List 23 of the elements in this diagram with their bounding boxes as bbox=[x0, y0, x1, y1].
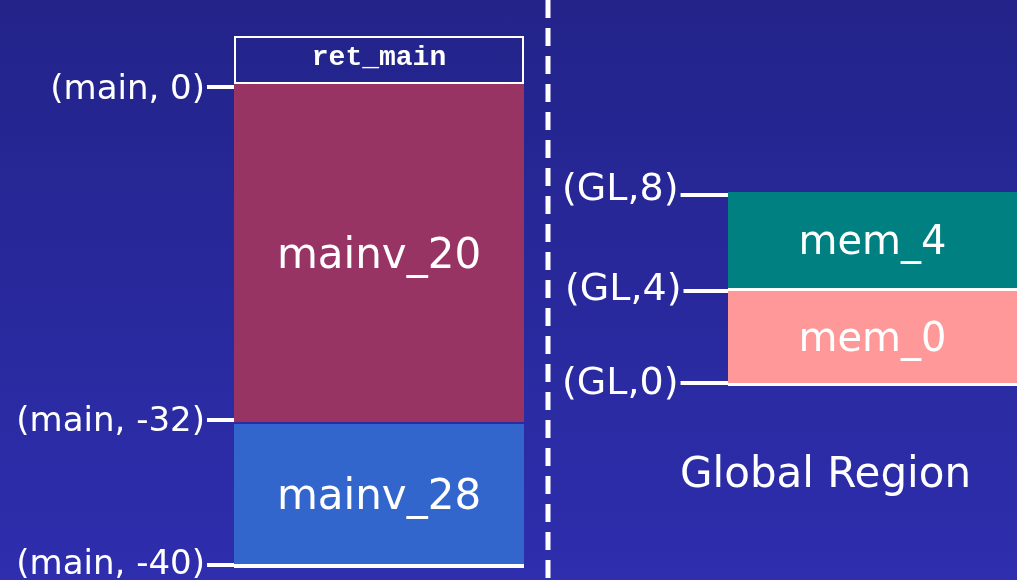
slot-label: mem_0 bbox=[798, 314, 947, 360]
address-label: (GL,8) bbox=[562, 168, 679, 206]
leader-line bbox=[680, 381, 728, 385]
slot-label: mem_4 bbox=[798, 217, 947, 263]
region-title: Global Region bbox=[680, 452, 972, 494]
stack-slot bbox=[234, 84, 524, 422]
slot-label: ret_main bbox=[311, 41, 447, 75]
memory-slot bbox=[728, 288, 1017, 386]
address-label: (GL,0) bbox=[562, 362, 679, 400]
leader-line bbox=[207, 563, 234, 567]
leader-line bbox=[683, 289, 728, 293]
slot-label: mainv_20 bbox=[276, 228, 482, 278]
slot-label: mainv_28 bbox=[276, 469, 482, 519]
leader-line bbox=[680, 193, 728, 197]
memory-slot bbox=[728, 192, 1017, 288]
address-label: (main, -40) bbox=[16, 545, 205, 579]
address-label: (main, -32) bbox=[16, 402, 205, 436]
stack-slot bbox=[234, 424, 524, 568]
address-label: (GL,4) bbox=[565, 268, 682, 306]
address-label: (main, 0) bbox=[50, 70, 205, 104]
leader-line bbox=[207, 418, 234, 422]
stack-slot bbox=[234, 36, 524, 84]
leader-line bbox=[207, 85, 234, 89]
